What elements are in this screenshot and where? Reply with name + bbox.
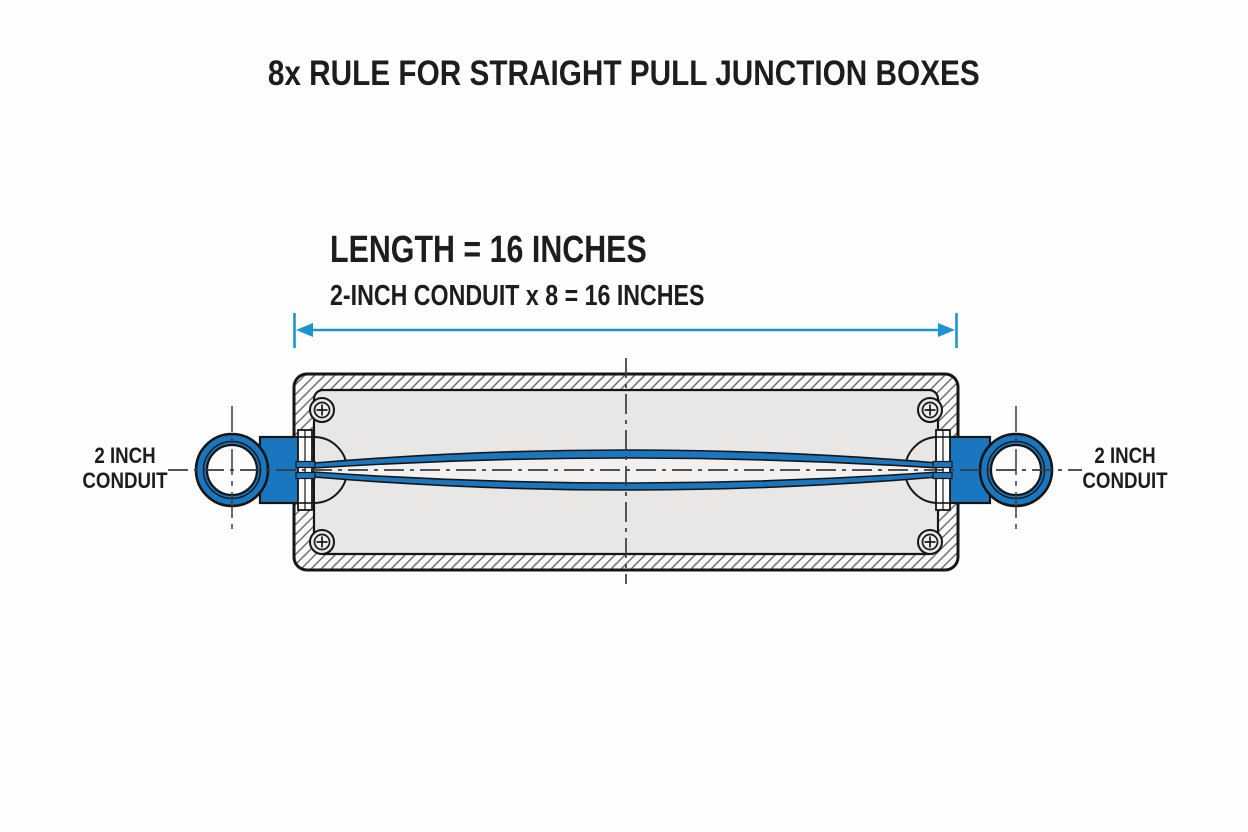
dimension-arrow bbox=[293, 313, 958, 348]
screw-bottom-right-icon bbox=[917, 529, 943, 555]
arrowhead-left-icon bbox=[296, 323, 313, 337]
screw-bottom-left-icon bbox=[309, 529, 335, 555]
left-wire-through-locknut-top bbox=[295, 460, 316, 469]
right-conduit-label-line1: 2 INCH bbox=[1094, 443, 1156, 468]
page-title: 8x RULE FOR STRAIGHT PULL JUNCTION BOXES bbox=[268, 54, 980, 93]
arrowhead-right-icon bbox=[938, 323, 955, 337]
left-wire-through-locknut-bottom bbox=[295, 471, 316, 480]
left-conduit-label-line2: CONDUIT bbox=[82, 468, 168, 493]
formula-label: 2-INCH CONDUIT x 8 = 16 INCHES bbox=[330, 280, 705, 312]
right-wire-through-locknut-top bbox=[932, 460, 953, 469]
screw-top-right-icon bbox=[917, 397, 943, 423]
right-conduit-label-line2: CONDUIT bbox=[1082, 468, 1168, 493]
right-conduit-label: 2 INCH CONDUIT bbox=[1066, 443, 1185, 493]
left-conduit-label: 2 INCH CONDUIT bbox=[66, 443, 185, 493]
page-title-wrap: 8x RULE FOR STRAIGHT PULL JUNCTION BOXES bbox=[0, 54, 1248, 94]
corner-screws bbox=[309, 397, 943, 555]
left-conduit-label-line1: 2 INCH bbox=[94, 443, 156, 468]
length-label: LENGTH = 16 INCHES bbox=[330, 229, 647, 271]
centerlines bbox=[168, 358, 1082, 584]
screw-top-left-icon bbox=[309, 397, 335, 423]
right-wire-through-locknut-bottom bbox=[932, 471, 953, 480]
